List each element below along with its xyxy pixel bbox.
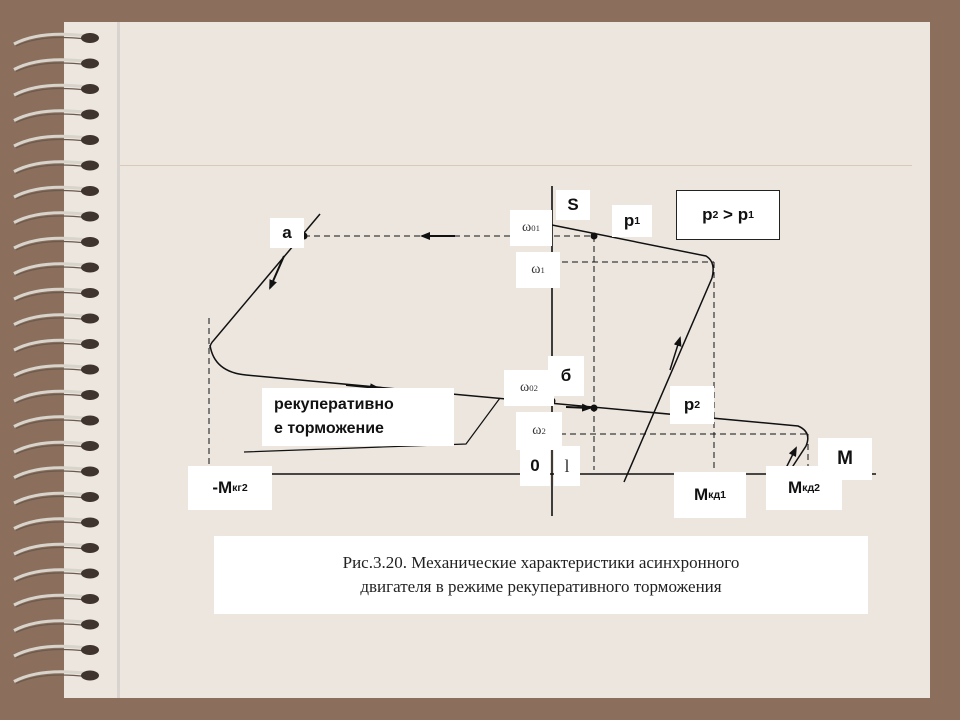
origin-label: 0	[520, 446, 550, 486]
spiral-ring	[13, 134, 99, 149]
arrow-to-p2	[565, 403, 592, 412]
spiral-ring	[13, 389, 99, 404]
figure-caption: Рис.3.20. Механические характеристики ас…	[214, 536, 868, 614]
regenerative-braking-annotation: рекуперативно е торможение	[262, 388, 454, 446]
s-axis-label: S	[556, 190, 590, 220]
arrow-a-down	[269, 255, 285, 290]
point-a-label: а	[270, 218, 304, 248]
l-mark-label: l	[554, 446, 580, 486]
spiral-ring	[13, 236, 99, 251]
spiral-ring	[13, 364, 99, 379]
margin-line	[117, 22, 120, 698]
spiral-ring	[13, 466, 99, 481]
arrow-p2-right	[345, 383, 380, 392]
arrow-p1-up	[669, 336, 682, 371]
annotation-line-2: е торможение	[274, 420, 384, 437]
spiral-ring	[13, 109, 99, 124]
spiral-ring	[13, 491, 99, 506]
curve-p1	[551, 224, 714, 483]
annotation-leader	[243, 397, 501, 453]
spiral-ring	[13, 32, 99, 47]
spiral-ring	[13, 287, 99, 302]
point-p1-dot	[590, 232, 598, 240]
point-b-label: б	[548, 356, 584, 396]
point-p2-dot	[590, 404, 598, 412]
spiral-ring	[13, 338, 99, 353]
spiral-ring	[13, 568, 99, 583]
spiral-ring	[13, 313, 99, 328]
generator-branch	[209, 213, 321, 349]
caption-line-2: двигателя в режиме рекуперативного тормо…	[360, 577, 722, 596]
spiral-ring	[13, 593, 99, 608]
spiral-ring	[13, 542, 99, 557]
spiral-ring	[13, 670, 99, 685]
caption-line-1: Рис.3.20. Механические характеристики ас…	[342, 553, 740, 572]
spiral-ring	[13, 415, 99, 430]
spiral-ring	[13, 160, 99, 175]
spiral-ring	[13, 58, 99, 73]
spiral-ring	[13, 83, 99, 98]
spiral-ring	[13, 644, 99, 659]
spiral-ring	[13, 440, 99, 455]
annotation-line-1: рекуперативно	[274, 396, 394, 413]
spiral-ring	[13, 619, 99, 634]
spiral-binding	[13, 32, 99, 685]
spiral-ring	[13, 517, 99, 532]
ruled-line	[120, 165, 912, 166]
spiral-ring	[13, 185, 99, 200]
spiral-ring	[13, 262, 99, 277]
spiral-ring	[13, 211, 99, 226]
curve-p2	[209, 344, 809, 493]
